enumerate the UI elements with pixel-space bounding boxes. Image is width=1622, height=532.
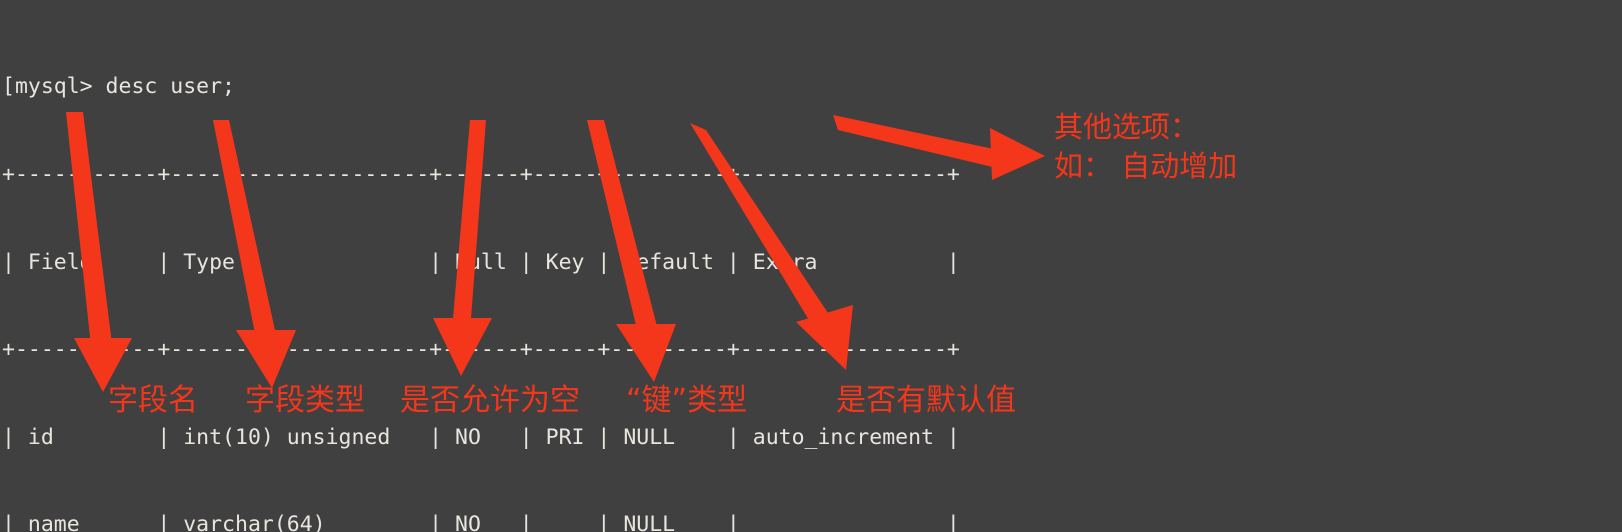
terminal-line: +-----------+--------------------+------… xyxy=(2,162,960,187)
terminal-line: | Field | Type | Null | Key | Default | … xyxy=(2,249,960,275)
terminal-line: [mysql> desc user; xyxy=(2,74,235,100)
annotation-label-nullable: 是否允许为空 xyxy=(400,383,580,418)
terminal-line: +-----------+--------------------+------… xyxy=(2,337,960,363)
annotation-label-field-name: 字段名 xyxy=(108,383,198,418)
annotation-label-extra-options-line2: 如： 自动增加 xyxy=(1054,149,1238,183)
annotation-label-field-type: 字段类型 xyxy=(245,383,365,418)
annotation-label-extra-options-line1: 其他选项： xyxy=(1054,110,1200,144)
terminal-line: | name | varchar(64) | NO | | NULL | | xyxy=(2,512,960,532)
annotation-label-has-default: 是否有默认值 xyxy=(836,383,1016,418)
annotation-label-key-type: “键”类型 xyxy=(626,383,748,418)
terminal-line: | id | int(10) unsigned | NO | PRI | NUL… xyxy=(2,424,960,450)
